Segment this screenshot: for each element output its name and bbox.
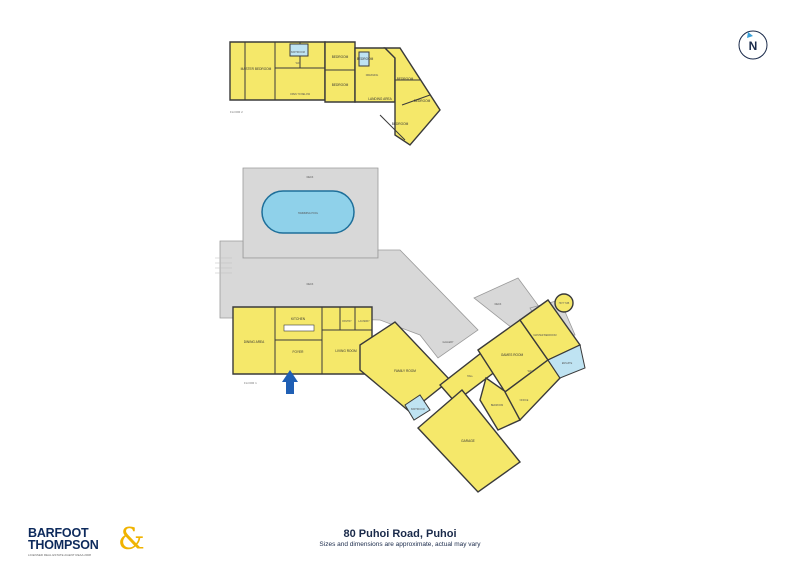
swimming-pool: [261, 190, 355, 234]
upper-main-block: [229, 41, 326, 101]
upper-bedroom-a-label: BEDROOM: [332, 55, 349, 59]
dining-label: DINING AREA: [244, 340, 265, 344]
brand-logo: BARFOOT THOMPSON & LICENSED REAL ESTATE …: [28, 525, 145, 558]
compass-letter: N: [749, 39, 758, 53]
upper-open-below-label: OPEN TO BELOW: [290, 93, 311, 96]
brand-ampersand: &: [118, 522, 145, 557]
property-address: 80 Puhoi Road, Puhoi: [343, 528, 457, 540]
gallery-label: GALLERY: [443, 341, 454, 344]
brand-tagline: LICENSED REAL ESTATE AGENT REAA 2008: [28, 553, 91, 557]
brand-line2: THOMPSON: [28, 538, 99, 552]
upper-dressing-label: DRESSING: [366, 74, 379, 77]
upper-bathroom-fixture: [289, 43, 309, 57]
office-label: OFFICE: [520, 399, 529, 402]
foyer-label: FOYER: [293, 350, 305, 354]
upper-bathroom-label: BATHROOM: [291, 51, 305, 54]
garage: [416, 388, 522, 493]
ensuite: [547, 344, 586, 379]
upper-bedroom-b-label: BEDROOM: [332, 83, 349, 87]
right-deck-label: DECK: [495, 303, 502, 306]
upper-bedroom-block: [324, 41, 356, 103]
hot-tub-label: HOT TUB: [559, 302, 570, 305]
bedroom: [479, 376, 521, 431]
upper-wing: [383, 47, 441, 146]
family-label: FAMILY ROOM: [394, 369, 416, 373]
pool-label: SWIMMING POOL: [298, 212, 319, 215]
master-label: MASTER BEDROOM: [534, 334, 557, 337]
upper-master-label: MASTER BEDROOM: [241, 67, 272, 71]
upper-bedroom-f-label: BEDROOM: [357, 57, 374, 61]
hall-label: HALL: [467, 375, 474, 378]
upper-floor: MASTER BEDROOM BATHROOM WIC BEDROOM BEDR…: [229, 41, 441, 146]
upper-landing-label: LANDING AREA: [368, 97, 392, 101]
pool-deck-label: DECK: [307, 176, 314, 179]
upper-bedroom-c-label: BEDROOM: [397, 77, 414, 81]
lower-level-label: FLOOR 1: [244, 381, 257, 385]
wic-label: WIC: [528, 370, 533, 373]
pantry-label: PANTRY: [342, 320, 352, 323]
kitchen-island: [283, 324, 315, 332]
lower-floor: DINING AREA KITCHEN FOYER LIVING ROOM PA…: [232, 299, 586, 493]
kitchen-label: KITCHEN: [291, 317, 306, 321]
upper-bedroom-d-label: BEDROOM: [414, 99, 431, 103]
entry-arrow-icon: [282, 370, 298, 394]
north-compass-icon: N: [738, 30, 768, 60]
hot-tub: [554, 293, 574, 313]
upper-ensuite-fixture: [358, 51, 370, 67]
disclaimer: Sizes and dimensions are approximate, ac…: [319, 541, 481, 548]
main-deck-label: DECK: [307, 283, 314, 286]
family-room: [359, 321, 452, 413]
bathroom-label: BATHROOM: [411, 408, 425, 411]
ensuite-label: ENSUITE: [562, 362, 573, 365]
upper-bedroom-e-label: BEDROOM: [392, 122, 409, 126]
laundry-label: LAUNDRY: [358, 320, 370, 323]
games-label: GAMES ROOM: [501, 353, 524, 357]
bedroom-label: BEDROOM: [491, 404, 503, 407]
lower-bathroom: [404, 394, 431, 421]
upper-level-label: FLOOR 2: [230, 110, 243, 114]
upper-wic-label: WIC: [296, 62, 301, 65]
garage-label: GARAGE: [461, 439, 475, 443]
brand-line1: BARFOOT: [28, 526, 89, 540]
living-label: LIVING ROOM: [335, 349, 357, 353]
